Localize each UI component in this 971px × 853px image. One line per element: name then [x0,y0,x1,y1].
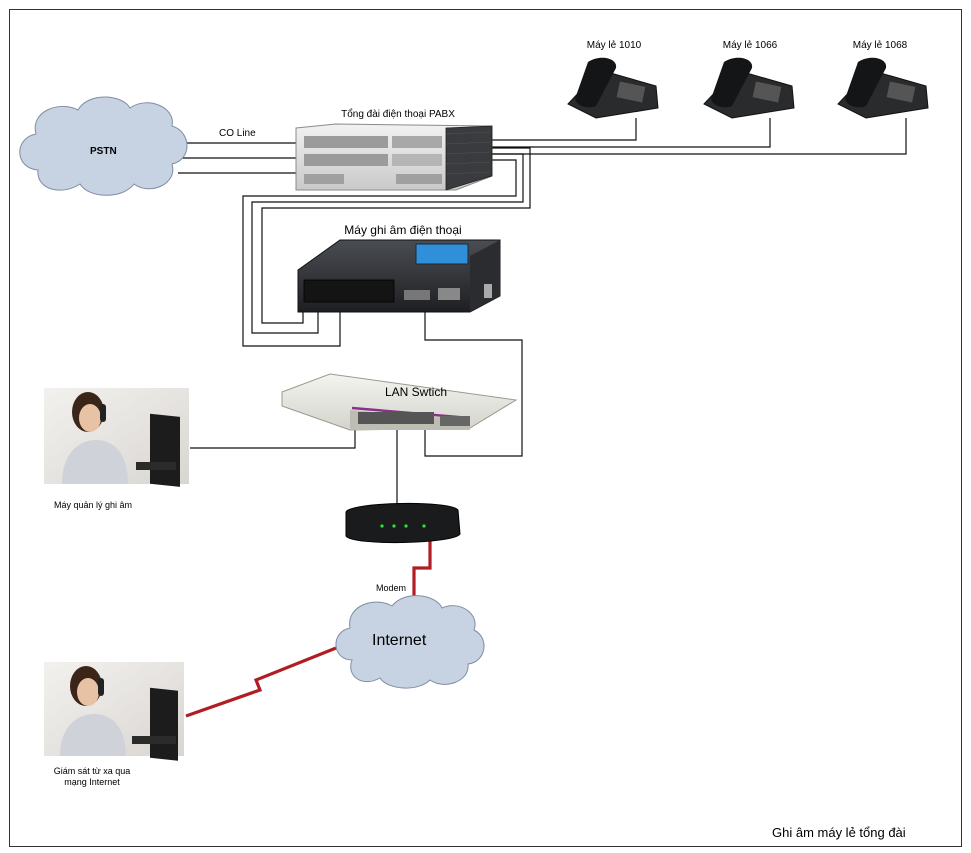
rec-line-2 [251,153,524,334]
manager-lan-line [190,420,356,449]
modem-device [345,502,461,544]
diagram-caption: Ghi âm máy lẻ tổng đài [772,825,906,840]
internet-label: Internet [372,632,427,649]
remote-photo [44,662,184,761]
internet-cloud-shape [335,595,485,689]
modem-label: Modem [376,583,407,593]
pstn-cloud [19,96,188,196]
co-line-label: CO Line [219,128,256,139]
ext-line-1068 [492,118,907,155]
pabx-device [295,123,493,191]
rec-line-1 [261,147,531,324]
pstn-label: PSTN [90,146,117,157]
lan-switch-label: LAN Swtich [385,385,448,399]
ext-1010-label: Máy lẻ 1010 [586,40,642,51]
internet-links [185,540,432,718]
internet-remote-link [185,646,337,718]
ext-1068-label: Máy lẻ 1068 [852,40,908,51]
pabx-label: Tổng đài điện thoại PABX [341,109,455,120]
rec-lan-line [424,302,523,457]
rec-line-3 [242,159,517,347]
modem-internet-link [412,540,432,606]
manager-photo [44,388,189,487]
recorder-label: Máy ghi âm điện thoại [344,223,462,237]
recorder-screen [415,243,469,265]
phone-1068 [837,57,929,119]
ext-1066-label: Máy lẻ 1066 [722,40,778,51]
remote-label-line2: mạng Internet [64,777,120,787]
remote-label-line1: Giám sát từ xa qua [53,766,131,776]
recorder-device [297,239,501,313]
phone-1066 [703,57,795,119]
internet-cloud [335,595,485,689]
phone-1010 [567,57,659,119]
cables [178,118,907,508]
ext-line-1010 [492,118,637,141]
lan-switch [281,373,518,431]
pstn-cloud-shape [19,96,188,196]
manager-label: Máy quản lý ghi âm [54,500,133,510]
ext-line-1066 [492,118,771,148]
